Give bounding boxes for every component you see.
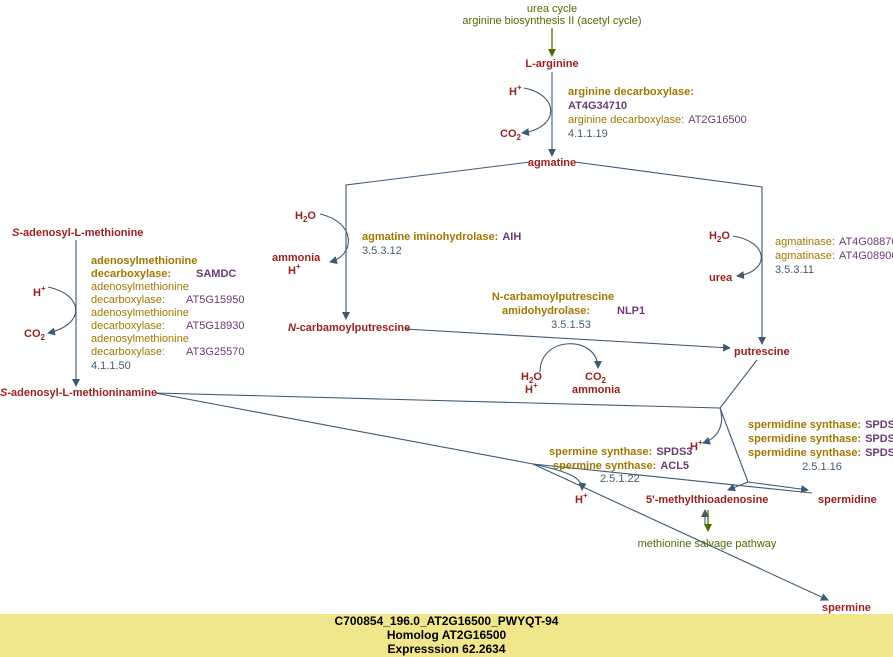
gene-samdc[interactable]: SAMDC xyxy=(196,268,236,280)
compound-l-arginine[interactable]: L-arginine xyxy=(525,58,578,70)
compound-putrescine[interactable]: putrescine xyxy=(734,346,790,358)
edges xyxy=(47,28,829,601)
enzyme-samdc-label[interactable]: decarboxylase: xyxy=(91,268,171,280)
enzyme-arginine-decarboxylase-2[interactable]: arginine decarboxylase:AT2G16500 xyxy=(568,114,747,126)
compound-5-methylthioadenosine[interactable]: 5'-methylthioadenosine xyxy=(646,494,768,506)
enzyme-label: adenosylmethionine xyxy=(91,281,189,293)
compound-s-adenosyl-l-methioninamine[interactable]: S-adenosyl-L-methioninamine xyxy=(0,387,157,399)
footer-expression: Expresssion 62.2634 xyxy=(387,642,506,656)
compound-urea[interactable]: urea xyxy=(709,272,733,284)
compound-h-plus[interactable]: H+ xyxy=(509,83,522,98)
compound-co2[interactable]: CO2 xyxy=(24,328,46,342)
compound-h2o[interactable]: H2O xyxy=(521,371,542,385)
footer-homolog: Homolog AT2G16500 xyxy=(386,628,507,642)
link-urea-cycle[interactable]: urea cycle xyxy=(527,3,577,15)
compound-agmatine[interactable]: agmatine xyxy=(528,157,576,169)
gene-nlp1[interactable]: NLP1 xyxy=(617,305,645,317)
link-arginine-biosynthesis[interactable]: arginine biosynthesis II (acetyl cycle) xyxy=(462,15,641,27)
link-methionine-salvage[interactable]: methionine salvage pathway xyxy=(638,538,777,550)
pathway-diagram: urea cycle arginine biosynthesis II (ace… xyxy=(0,3,893,614)
ec-number[interactable]: 4.1.1.19 xyxy=(568,128,608,140)
gene-at5g15950[interactable]: AT5G15950 xyxy=(186,294,245,306)
ec-number[interactable]: 3.5.1.53 xyxy=(551,319,591,331)
info-footer: C700854_196.0_AT2G16500_PWYQT-94 Homolog… xyxy=(0,614,893,657)
enzyme-spermidine-synthase-1[interactable]: spermidine synthase:SPDS3 xyxy=(748,419,893,431)
enzyme-label: decarboxylase: xyxy=(91,294,165,306)
enzyme-spermine-synthase-1[interactable]: spermine synthase:SPDS3 xyxy=(549,446,692,458)
compound-spermine[interactable]: spermine xyxy=(822,602,871,614)
footer-id: C700854_196.0_AT2G16500_PWYQT-94 xyxy=(334,614,559,628)
compound-h-plus[interactable]: H+ xyxy=(575,491,588,506)
enzyme-label: decarboxylase: xyxy=(91,346,165,358)
enzyme-label: adenosylmethionine xyxy=(91,307,189,319)
ec-number[interactable]: 2.5.1.16 xyxy=(802,461,842,473)
gene-at3g25570[interactable]: AT3G25570 xyxy=(186,346,245,358)
ec-number[interactable]: 3.5.3.12 xyxy=(362,245,402,257)
enzyme-label: adenosylmethionine xyxy=(91,333,189,345)
compound-spermidine[interactable]: spermidine xyxy=(818,494,877,506)
enzyme-arginine-decarboxylase[interactable]: arginine decarboxylase: xyxy=(568,86,694,98)
compound-h-plus[interactable]: H+ xyxy=(288,262,301,277)
enzyme-label: decarboxylase: xyxy=(91,320,165,332)
compound-co2[interactable]: CO2 xyxy=(500,128,522,142)
compound-h-plus[interactable]: H+ xyxy=(525,381,538,396)
gene-at4g34710[interactable]: AT4G34710 xyxy=(568,100,627,112)
ec-number[interactable]: 3.5.3.11 xyxy=(775,264,814,276)
compound-h2o[interactable]: H2O xyxy=(709,230,730,244)
enzyme-agmatinase-1[interactable]: agmatinase:AT4G08870 xyxy=(775,236,893,248)
enzyme-agmatine-iminohydrolase[interactable]: agmatine iminohydrolase:AIH xyxy=(362,231,521,243)
enzyme-n-carbamoylputrescine-amidohydrolase[interactable]: N-carbamoylputrescine xyxy=(492,291,614,303)
ec-number[interactable]: 2.5.1.22 xyxy=(600,473,640,485)
enzyme-agmatinase-2[interactable]: agmatinase:AT4G08900 xyxy=(775,250,893,262)
compound-ammonia[interactable]: ammonia xyxy=(572,384,621,396)
ec-number[interactable]: 4.1.1.50 xyxy=(91,360,131,372)
enzyme-spermidine-synthase-2[interactable]: spermidine synthase:SPDS1 xyxy=(748,433,893,445)
gene-at5g18930[interactable]: AT5G18930 xyxy=(186,320,245,332)
enzyme-amidohydrolase-label[interactable]: amidohydrolase: xyxy=(502,305,590,317)
enzyme-spermine-synthase-2[interactable]: spermine synthase:ACL5 xyxy=(553,460,689,472)
compound-h-plus[interactable]: H+ xyxy=(690,438,703,453)
compound-ammonia[interactable]: ammonia xyxy=(272,252,321,264)
compound-n-carbamoylputrescine[interactable]: N-carbamoylputrescine xyxy=(288,322,410,334)
compound-h-plus[interactable]: H+ xyxy=(33,284,46,299)
enzyme-samdc[interactable]: adenosylmethionine xyxy=(91,255,197,267)
compound-co2[interactable]: CO2 xyxy=(585,371,607,385)
compound-s-adenosyl-l-methionine[interactable]: S-adenosyl-L-methionine xyxy=(12,227,143,239)
compound-h2o[interactable]: H2O xyxy=(295,210,316,224)
